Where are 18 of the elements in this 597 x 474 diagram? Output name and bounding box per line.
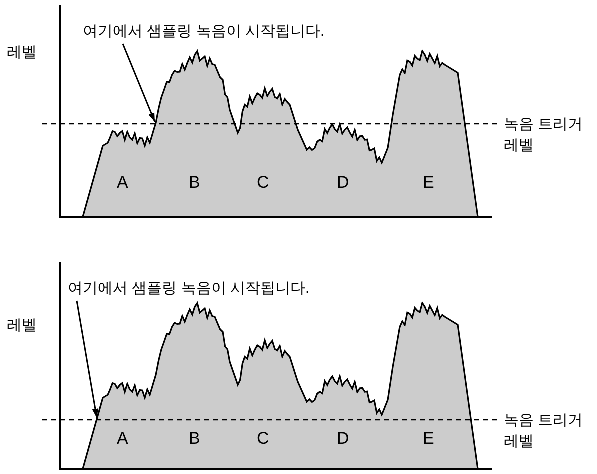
axis-label: 레벨 — [7, 43, 37, 63]
leader-arrow — [76, 300, 99, 418]
section-letter: C — [257, 173, 270, 193]
section-letter: A — [117, 429, 128, 449]
section-letter: E — [423, 429, 434, 449]
section-letter: B — [189, 429, 200, 449]
trigger-level-label: 녹음 트리거 레벨 — [504, 411, 584, 452]
trigger-level-label: 녹음 트리거 레벨 — [504, 115, 584, 156]
section-letter: D — [337, 429, 350, 449]
leader-arrow — [122, 44, 156, 122]
section-letter: C — [257, 429, 270, 449]
axis-label: 레벨 — [7, 316, 37, 336]
annotation-text: 여기에서 샘플링 녹음이 시작됩니다. — [68, 279, 310, 299]
annotation-text: 여기에서 샘플링 녹음이 시작됩니다. — [83, 22, 325, 42]
section-letter: D — [337, 173, 350, 193]
section-letter: A — [117, 173, 128, 193]
section-letter: B — [189, 173, 200, 193]
section-letter: E — [423, 173, 434, 193]
